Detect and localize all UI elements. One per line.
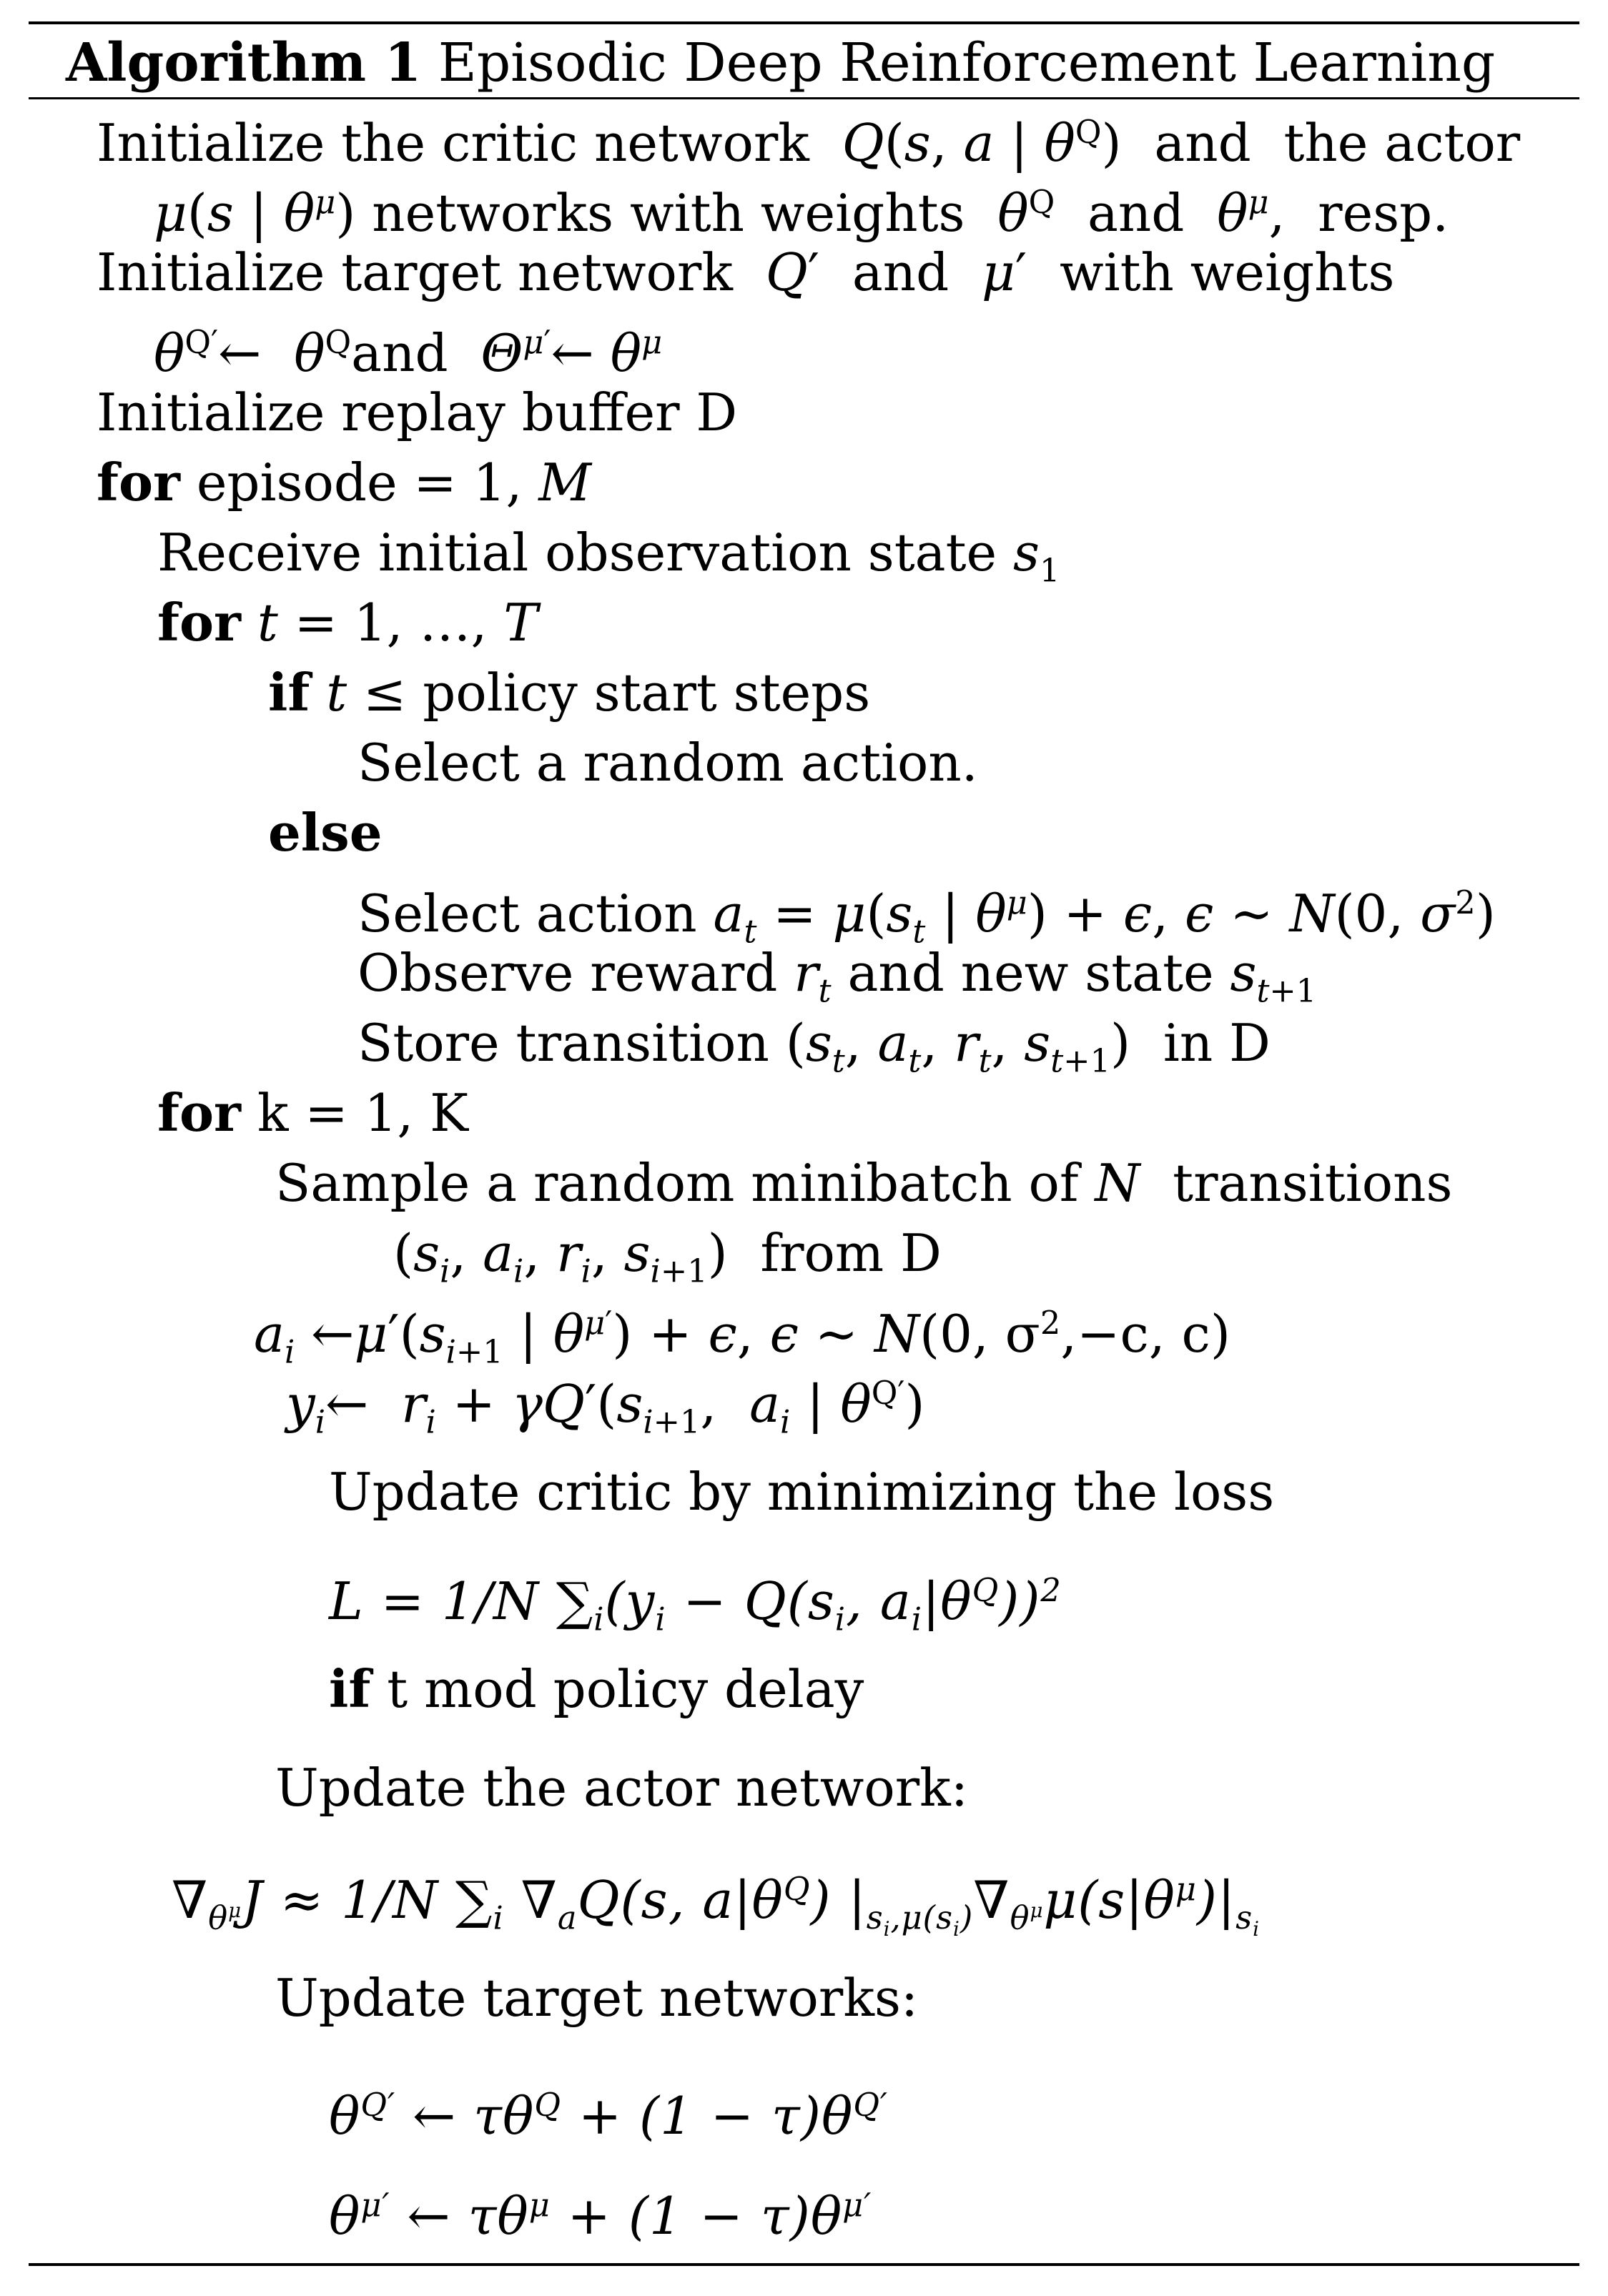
algorithm-line: Update critic by minimizing the loss [329,1462,1275,1522]
algorithm-line: if t mod policy delay [329,1658,864,1719]
algorithm-line: Select action at = μ(st | θμ) + ϵ, ϵ ∼ N… [357,884,1496,951]
algorithm-line: L = 1/N ∑i(yi − Q(si, ai|θQ))2 [329,1571,1062,1638]
algorithm-line: for episode = 1, M [97,452,591,513]
algorithm-line: ai ←μ′(si+1 | θμ′) + ϵ, ϵ ∼ N(0, σ2,−c, … [254,1304,1230,1371]
algorithm-line: θμ′ ← τθμ + (1 − τ)θμ′ [329,2186,872,2246]
algorithm-label: Algorithm 1 [66,32,422,94]
algorithm-line: μ(s | θμ) networks with weights θQ and θ… [154,183,1449,243]
caption-rule [29,97,1579,99]
algorithm-line: Update the actor network: [275,1758,969,1818]
algorithm-line: yi← ri + γQ′(si+1, ai | θQ′) [286,1374,925,1441]
algorithm-line: Sample a random minibatch of N transitio… [275,1153,1453,1213]
algorithm-line: Initialize the critic network Q(s, a | θ… [97,113,1521,173]
algorithm-line: (si, ai, ri, si+1) from D [393,1223,942,1290]
top-rule [29,21,1579,24]
algorithm-line: Update target networks: [275,1968,919,2028]
algorithm-title: Episodic Deep Reinforcement Learning [438,32,1496,94]
algorithm-line: if t ≤ policy start steps [268,662,871,723]
algorithm-line: Initialize target network Q′ and μ′ with… [97,242,1395,302]
algorithm-line: Observe reward rt and new state st+1 [357,943,1317,1010]
algorithm-line: Store transition (st, at, rt, st+1) in D [357,1013,1271,1080]
algorithm-line: for k = 1, K [157,1082,468,1143]
algorithm-line: Select a random action. [357,733,978,793]
algorithm-line: Initialize replay buffer D [97,382,738,442]
algorithm-line: Receive initial observation state s1 [157,523,1060,590]
algorithm-line: θQ′← θQand Θμ′← θμ [154,323,663,383]
algorithm-line: θQ′ ← τθQ + (1 − τ)θQ′ [329,2086,889,2146]
algorithm-line: ∇θμJ ≈ 1/N ∑i ∇aQ(s, a|θQ) |si,μ(si)∇θμμ… [172,1870,1260,1941]
algorithm-line: for t = 1, …, T [157,592,538,653]
algorithm-line: else [268,802,383,863]
bottom-rule [29,2263,1579,2266]
algorithm-caption: Algorithm 1 Episodic Deep Reinforcement … [66,31,1495,94]
